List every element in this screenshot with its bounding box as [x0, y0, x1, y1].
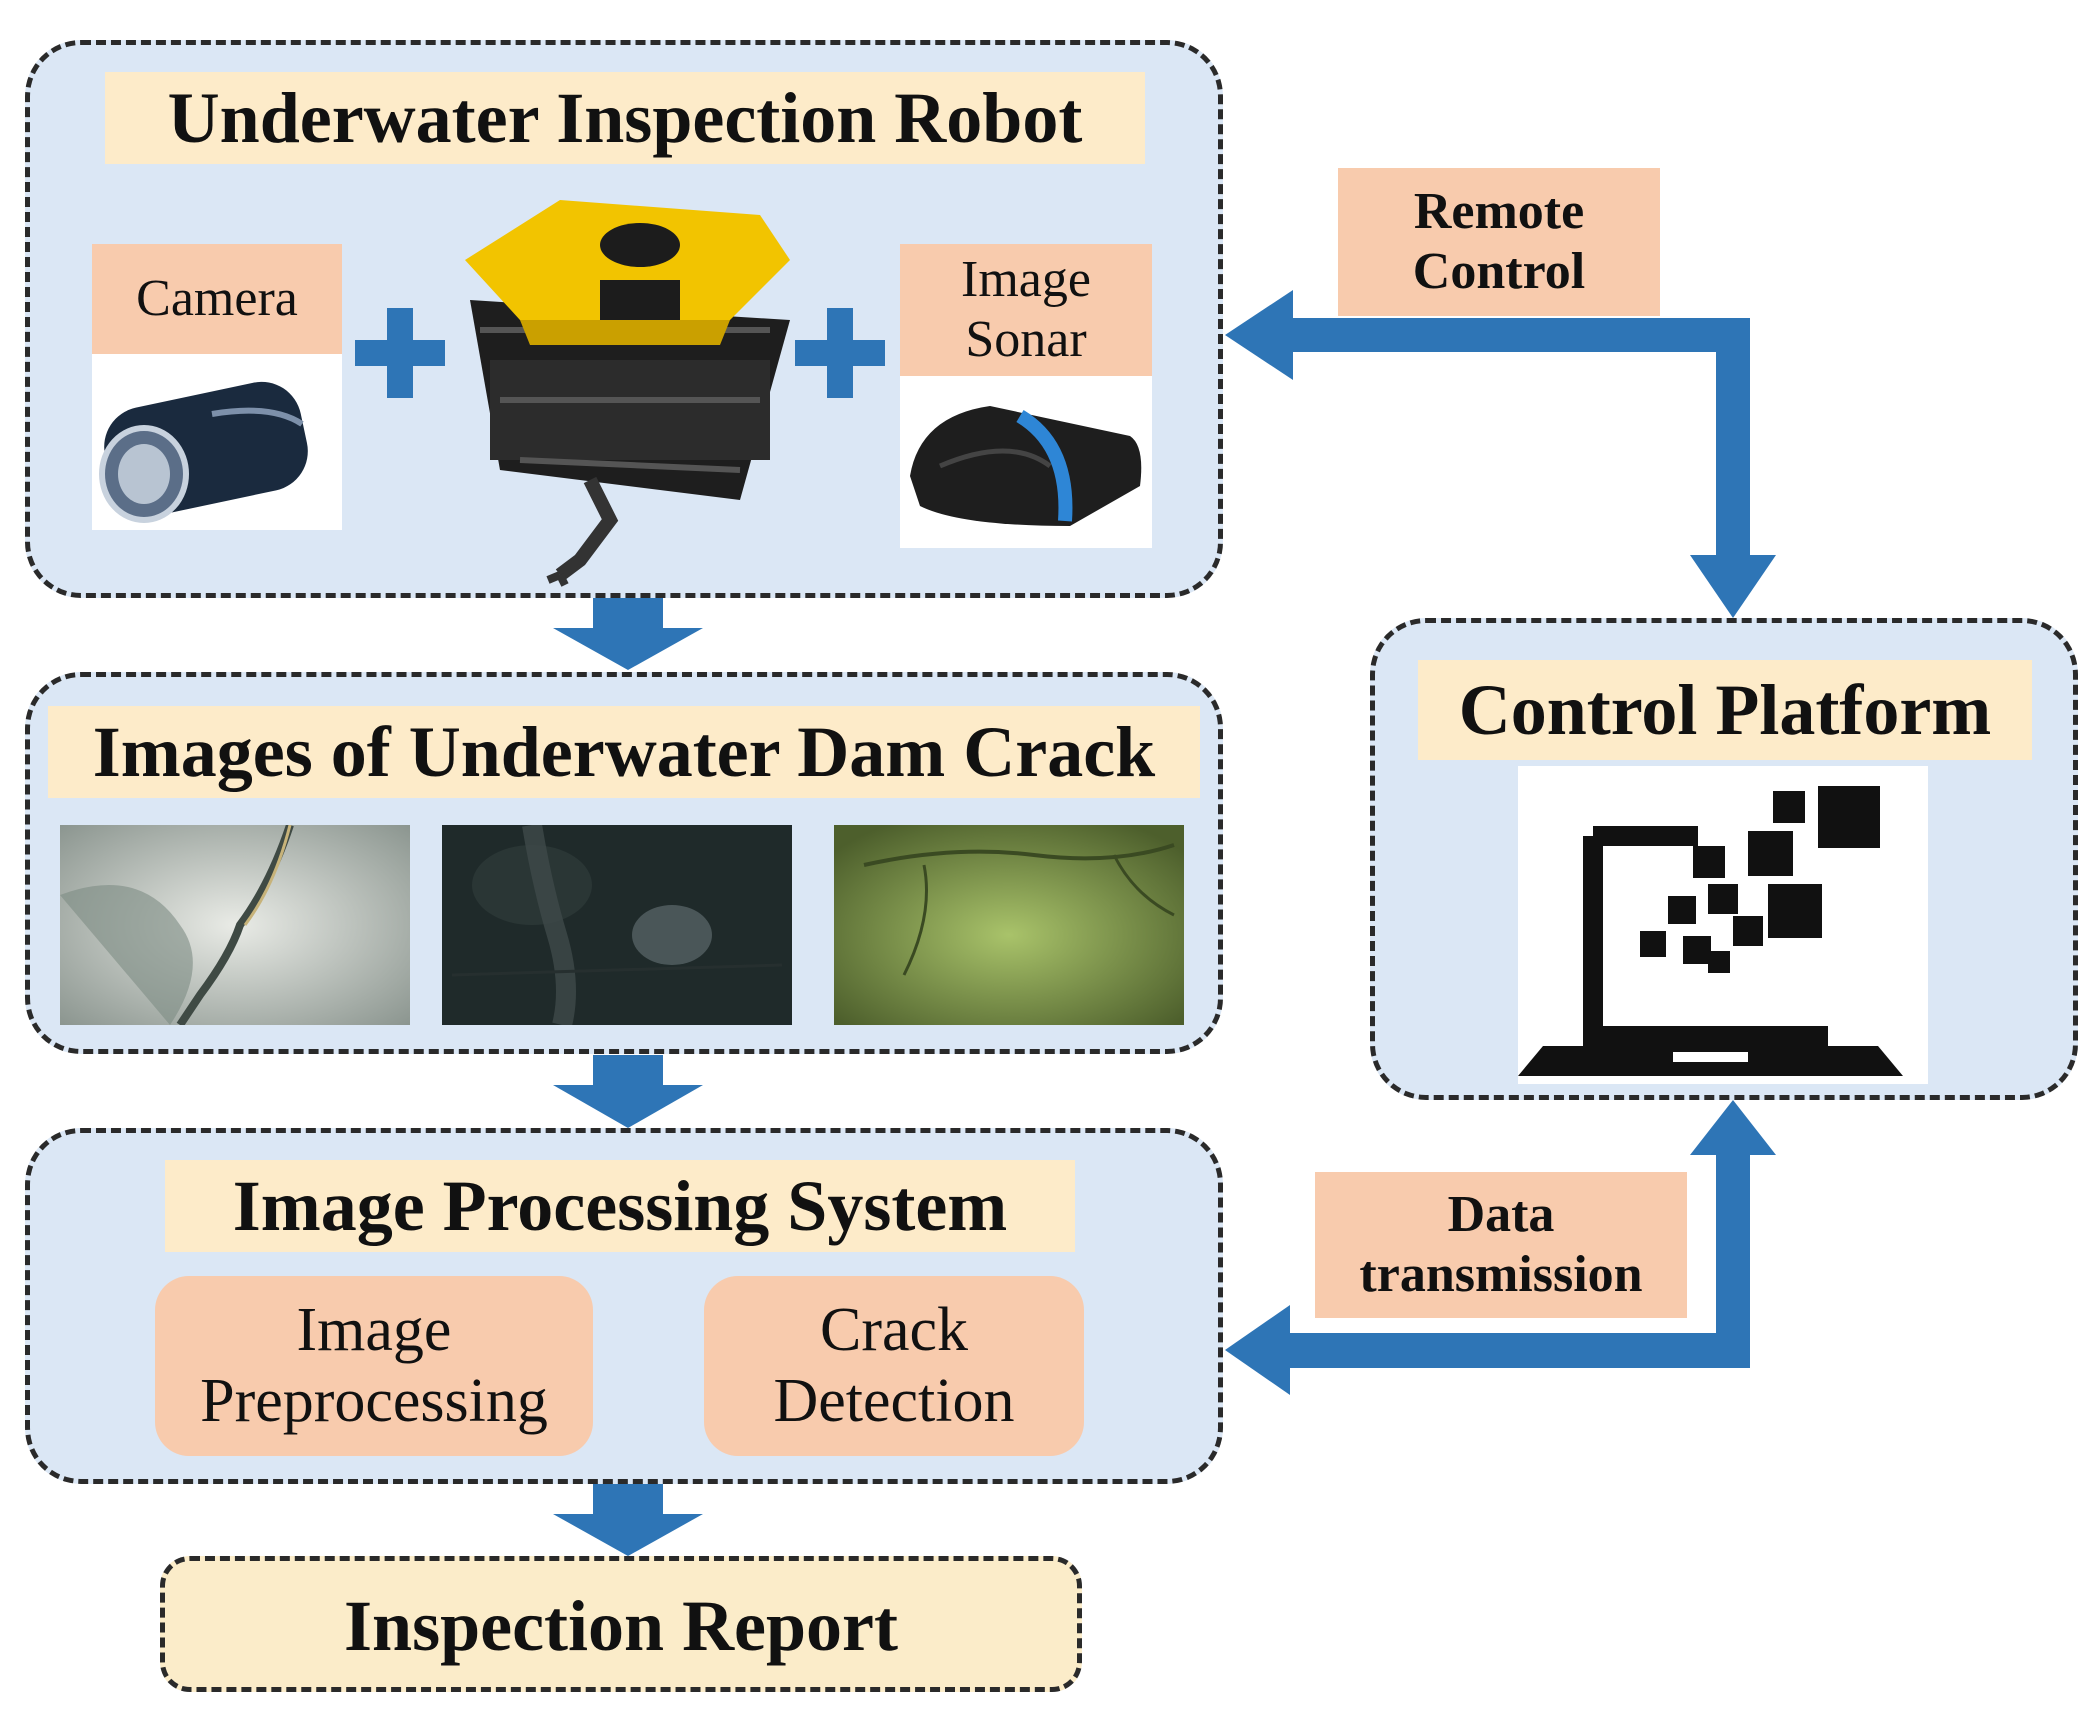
down-arrow-3 [553, 1484, 703, 1556]
laptop-icon [1518, 786, 1903, 1076]
sonar-image [900, 376, 1152, 548]
down-arrow-2 [553, 1055, 703, 1128]
platform-title: Control Platform [1418, 660, 2032, 760]
data-transmission-arrow [1225, 1100, 1776, 1395]
crack-image-3 [834, 825, 1184, 1025]
sonar-icon [910, 406, 1142, 526]
images-title: Images of Underwater Dam Crack [48, 706, 1200, 798]
crack-image-2 [442, 825, 792, 1025]
robot-title: Underwater Inspection Robot [105, 72, 1145, 164]
crack-photo-1 [60, 825, 410, 1025]
remote-control-arrow [1225, 290, 1776, 618]
crack-photo-3 [834, 825, 1184, 1025]
camera-image [92, 354, 342, 530]
platform-image [1518, 766, 1928, 1084]
processing-title: Image Processing System [165, 1160, 1075, 1252]
data-transmission-label: Data transmission [1315, 1172, 1687, 1318]
sonar-label: Image Sonar [900, 244, 1152, 376]
report-title: Inspection Report [344, 1586, 898, 1666]
camera-icon [99, 381, 308, 523]
remote-control-label: Remote Control [1338, 168, 1660, 316]
camera-label: Camera [92, 244, 342, 354]
report-box [160, 1556, 1082, 1692]
crack-image-1 [60, 825, 410, 1025]
crack-photo-2 [442, 825, 792, 1025]
preprocessing-step: Image Preprocessing [155, 1276, 593, 1456]
crack-detection-step: Crack Detection [704, 1276, 1084, 1456]
down-arrow-1 [553, 598, 703, 670]
